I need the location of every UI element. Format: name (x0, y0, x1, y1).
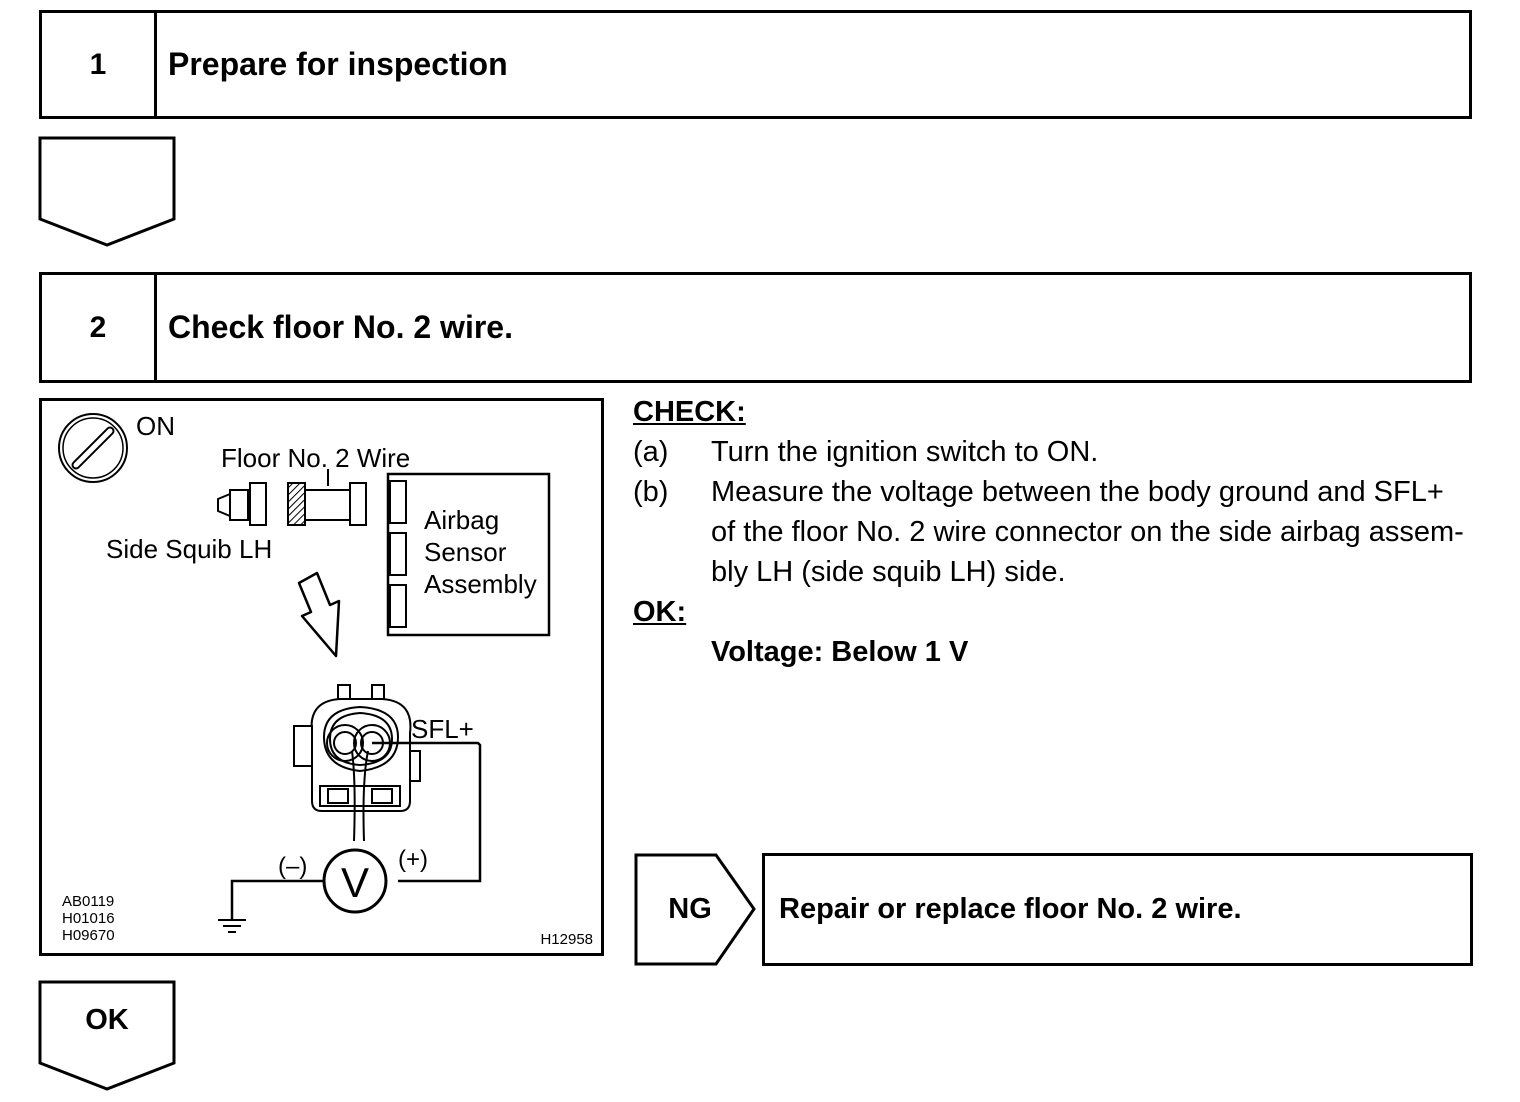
ok-value: Voltage: Below 1 V (711, 636, 969, 668)
step-1-number: 1 (42, 13, 157, 116)
ok-heading: OK: (633, 596, 687, 628)
airbag-sensor-label-3: Assembly (424, 569, 537, 599)
step-2-title: Check floor No. 2 wire. (168, 309, 513, 345)
check-b-marker: (b) (633, 476, 669, 508)
voltmeter-symbol: V (341, 859, 369, 906)
ok-branch-label: OK (85, 1004, 129, 1036)
step-1-title: Prepare for inspection (168, 46, 508, 82)
floor-wire-label: Floor No. 2 Wire (221, 443, 410, 473)
ng-label: NG (668, 893, 712, 925)
side-squib-connector (217, 482, 267, 526)
side-squib-label: Side Squib LH (106, 534, 272, 564)
airbag-sensor-label-1: Airbag (424, 505, 499, 535)
wiring-illustration: ON Floor No. 2 Wire Side Squib LH (39, 398, 604, 956)
airbag-sensor-assembly (386, 472, 551, 637)
negative-test-lead (230, 879, 324, 919)
ng-branch-arrow (634, 853, 756, 966)
negative-polarity-label: (–) (278, 853, 307, 880)
positive-polarity-label: (+) (398, 846, 428, 873)
check-b-line-3: bly LH (side squib LH) side. (711, 556, 1066, 588)
ng-action-box: Repair or replace floor No. 2 wire. (762, 853, 1473, 966)
ignition-on-label: ON (136, 411, 175, 441)
step-2-number: 2 (42, 275, 157, 380)
flow-down-arrow (38, 136, 176, 247)
sfl-plus-label: SFL+ (411, 714, 474, 744)
positive-test-lead (372, 741, 482, 883)
check-heading: CHECK: (633, 396, 746, 428)
voltmeter-icon (322, 848, 388, 914)
airbag-sensor-label-2: Sensor (424, 537, 507, 567)
ground-symbol-icon (218, 919, 246, 933)
check-b-line-2: of the floor No. 2 wire connector on the… (711, 516, 1464, 548)
step-2-header: 2 Check floor No. 2 wire. (39, 272, 1472, 383)
ref-code-2: H01016 (62, 910, 115, 927)
check-a-marker: (a) (633, 436, 669, 468)
check-a-text: Turn the ignition switch to ON. (711, 436, 1099, 468)
ref-code-1: AB0119 (62, 893, 114, 910)
ignition-switch-icon (58, 413, 128, 483)
floor-wire-harness (287, 482, 367, 526)
check-b-line-1: Measure the voltage between the body gro… (711, 476, 1444, 508)
ok-branch-arrow (38, 980, 176, 1091)
ref-code-3: H09670 (62, 927, 115, 944)
connector-front-view (293, 684, 421, 842)
figure-id: H12958 (540, 931, 593, 948)
step-1-header: 1 Prepare for inspection (39, 10, 1472, 119)
view-direction-arrow-icon (297, 571, 341, 658)
ng-action-text: Repair or replace floor No. 2 wire. (779, 893, 1242, 925)
